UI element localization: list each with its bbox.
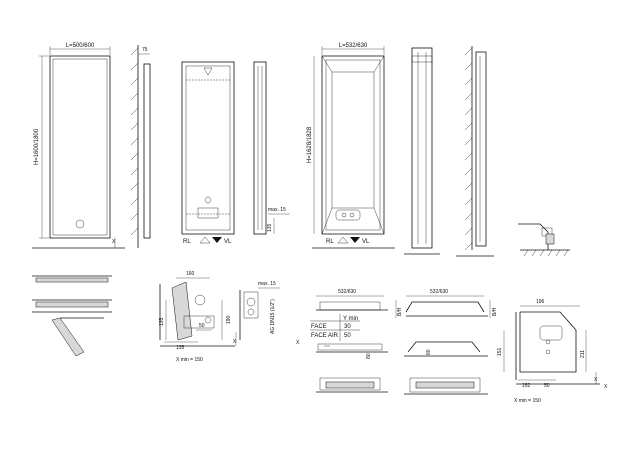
dim-l-panel-2: L=532/630 xyxy=(339,43,368,49)
dim-x-b: X xyxy=(233,339,237,345)
table-face-air-val: 50 xyxy=(344,333,351,339)
dim-x-e: X xyxy=(604,384,608,390)
dim-135-c: 135 xyxy=(176,345,185,351)
table-face: FACE xyxy=(311,324,327,330)
dim-max15-a: max. 15 xyxy=(268,207,286,213)
front-view-panel-1: L=500/600 H=1600/1800 X xyxy=(32,43,125,249)
label-rl-2: RL xyxy=(326,239,334,245)
dim-max15-b: max. 15 xyxy=(258,281,276,287)
dim-135-b: 135 xyxy=(159,317,165,326)
valve-side-detail: max. 15 AG DN15 (1/2") xyxy=(239,281,280,340)
dim-211: 211 xyxy=(580,350,586,358)
corner-detail xyxy=(518,223,570,257)
dim-x-d: X xyxy=(594,377,598,383)
dim-x-a: X xyxy=(112,239,116,245)
plan-section-3 xyxy=(316,377,388,393)
dim-50-a: 50 xyxy=(199,323,205,329)
dim-152: 152 xyxy=(522,383,531,389)
dim-532-b: 532/630 xyxy=(430,289,448,295)
label-vl-1: VL xyxy=(224,239,232,245)
dim-50-b: 50 xyxy=(544,383,550,389)
dim-xmin-b: X min = 150 xyxy=(514,398,541,404)
table-face-val: 30 xyxy=(344,324,351,330)
plan-section-6 xyxy=(404,377,488,395)
wall-section-panel-2 xyxy=(456,46,494,257)
plan-section-4: 532/630 B/H xyxy=(405,289,498,318)
top-sections-left xyxy=(32,275,112,357)
back-view-panel-1: RL VL xyxy=(181,61,235,245)
plan-section-5: 80 xyxy=(404,341,488,357)
face-table: Y min FACE FACE AIR 30 50 xyxy=(310,314,360,341)
dim-l-panel-1: L=500/600 xyxy=(66,43,95,49)
dim-bh-b: B/H xyxy=(492,307,498,316)
corner-valve-detail: 196 151 211 152 50 X X min = 150 xyxy=(497,299,600,404)
side-view-1: 75 xyxy=(130,45,151,248)
dim-532-a: 532/630 xyxy=(338,289,356,295)
side-view-2: max. 15 135 xyxy=(253,61,290,235)
valve-detail: 160 135 50 190 135 X X min = 150 xyxy=(159,271,237,363)
dim-80-b: 80 xyxy=(426,349,432,355)
dim-bh-a: B/H xyxy=(397,307,403,316)
table-face-air: FACE AIR xyxy=(311,333,339,339)
dim-190: 190 xyxy=(226,315,232,324)
dim-depth-side-1: 75 xyxy=(142,47,148,53)
dim-80-a: 80 xyxy=(366,353,372,359)
dim-151: 151 xyxy=(497,347,503,356)
side-view-3 xyxy=(404,47,440,255)
label-ag-dn15: AG DN15 (1/2") xyxy=(270,299,276,334)
label-vl-2: VL xyxy=(362,239,370,245)
front-view-panel-2: L=532/630 H=1628/1828 RL VL xyxy=(307,43,395,249)
plan-section-1: 532/630 B/H xyxy=(316,289,403,318)
label-rl-1: RL xyxy=(183,239,191,245)
dim-xmin-a: X min = 150 xyxy=(176,357,203,363)
dim-h-panel-2: H=1628/1828 xyxy=(307,126,313,163)
plan-section-2: 80 xyxy=(316,343,388,359)
table-ymin: Y min xyxy=(343,316,358,322)
dim-h-panel-1: H=1600/1800 xyxy=(34,128,40,165)
dim-160: 160 xyxy=(186,271,195,277)
dim-x-c: X xyxy=(296,340,300,346)
dim-196: 196 xyxy=(536,299,545,305)
dim-135-a: 135 xyxy=(267,223,273,232)
